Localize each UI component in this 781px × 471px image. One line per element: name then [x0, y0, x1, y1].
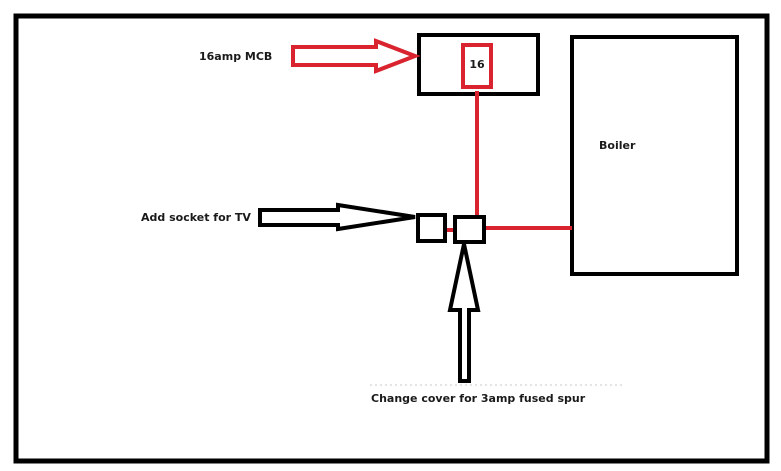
fused-spur-box: [453, 215, 486, 244]
boiler-label: Boiler: [599, 139, 636, 152]
spur-arrow-icon: [447, 243, 481, 383]
mcb-box: [461, 43, 493, 89]
mcb-rating-label: 16: [469, 58, 485, 71]
spur-callout-label: Change cover for 3amp fused spur: [371, 392, 586, 405]
diagram-frame: [13, 13, 770, 464]
socket-arrow-icon: [258, 202, 416, 232]
socket-callout-label: Add socket for TV: [141, 211, 251, 224]
boiler-box: [570, 35, 739, 276]
socket-box: [416, 213, 447, 243]
mcb-arrow-icon: [291, 38, 421, 74]
mcb-callout-label: 16amp MCB: [199, 50, 272, 63]
